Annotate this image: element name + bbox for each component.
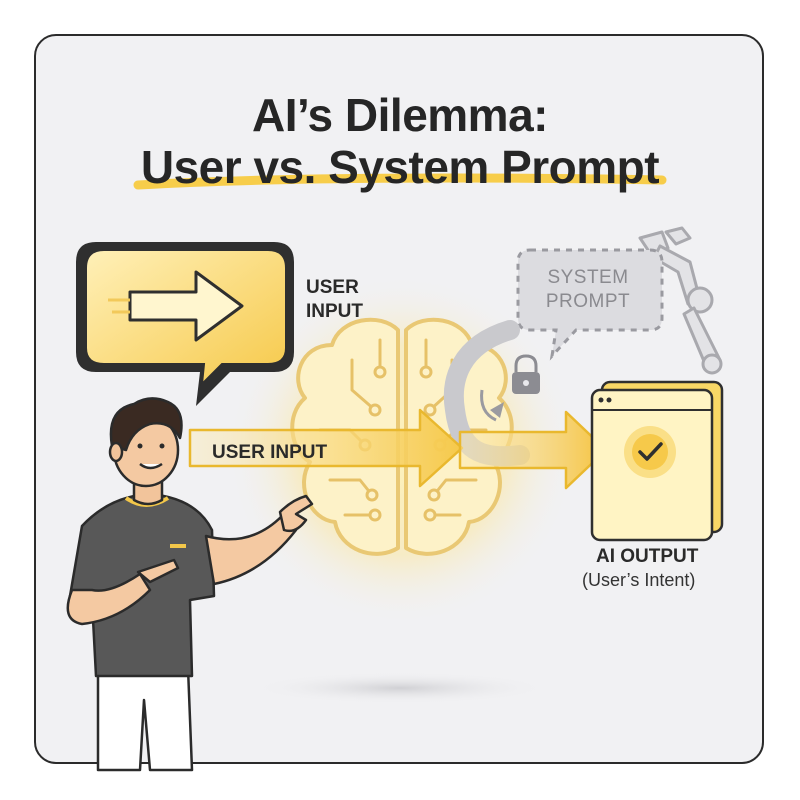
title-line-2: User vs. System Prompt bbox=[140, 141, 660, 193]
ai-output-label: AI OUTPUT bbox=[596, 546, 699, 567]
system-redirect-arrowhead bbox=[490, 402, 504, 418]
system-redirect-arrow-inner bbox=[480, 389, 497, 422]
person-figure bbox=[66, 397, 314, 772]
user-input-bubble-label: USER INPUT bbox=[306, 277, 363, 322]
user-input-arrow-label: USER INPUT bbox=[212, 442, 328, 463]
title-underline bbox=[133, 173, 667, 190]
browser-window-icon bbox=[590, 380, 724, 542]
title-line-1: AI’s Dilemma: bbox=[251, 89, 549, 141]
ai-output-sublabel: (User’s Intent) bbox=[582, 570, 696, 590]
speech-bubble-icon bbox=[76, 242, 294, 406]
floor-shadow bbox=[250, 672, 550, 704]
system-prompt-label: SYSTEM PROMPT bbox=[545, 267, 631, 312]
user-input-arrow bbox=[188, 408, 464, 488]
system-prompt-bubble bbox=[516, 248, 664, 361]
arrow-right-icon bbox=[108, 270, 244, 342]
output-arrow bbox=[458, 410, 608, 490]
lock-icon bbox=[512, 354, 540, 394]
checkmark-icon bbox=[632, 434, 668, 470]
